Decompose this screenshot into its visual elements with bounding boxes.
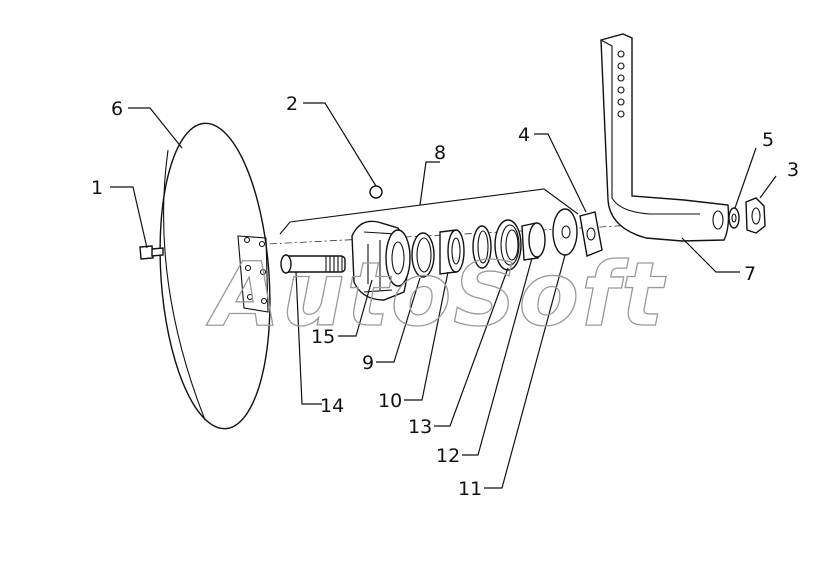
part-6-disc-blade (159, 122, 271, 430)
part-1-bolt (139, 245, 164, 260)
callout-5: 5 (762, 129, 774, 151)
part-10-bearing (439, 229, 465, 275)
callout-7: 7 (744, 263, 756, 285)
callout-14: 14 (320, 395, 344, 417)
watermark-text: AutoSoft (206, 243, 666, 346)
part-3-nut (745, 197, 766, 234)
part-13-seal (494, 219, 522, 271)
part-4-spacer (579, 211, 603, 257)
part-7-arm (600, 33, 730, 242)
callout-3: 3 (787, 159, 799, 181)
part-8-group-bracket (279, 188, 579, 235)
part-5-lock-washer (728, 207, 740, 229)
part-ring-b (472, 225, 492, 269)
callout-12: 12 (436, 445, 460, 467)
callout-4: 4 (518, 124, 530, 146)
leader-lines (110, 102, 777, 489)
callout-2: 2 (286, 93, 298, 115)
callout-10: 10 (378, 390, 402, 412)
callout-6: 6 (111, 98, 123, 120)
callout-15: 15 (311, 326, 335, 348)
callout-9: 9 (362, 352, 374, 374)
part-14-axle (280, 254, 346, 274)
part-9-seal-ring (411, 232, 435, 278)
callout-8: 8 (434, 142, 446, 164)
callout-13: 13 (408, 416, 432, 438)
callout-1: 1 (91, 177, 103, 199)
part-12-bushing (521, 222, 546, 261)
callout-11: 11 (458, 478, 482, 500)
